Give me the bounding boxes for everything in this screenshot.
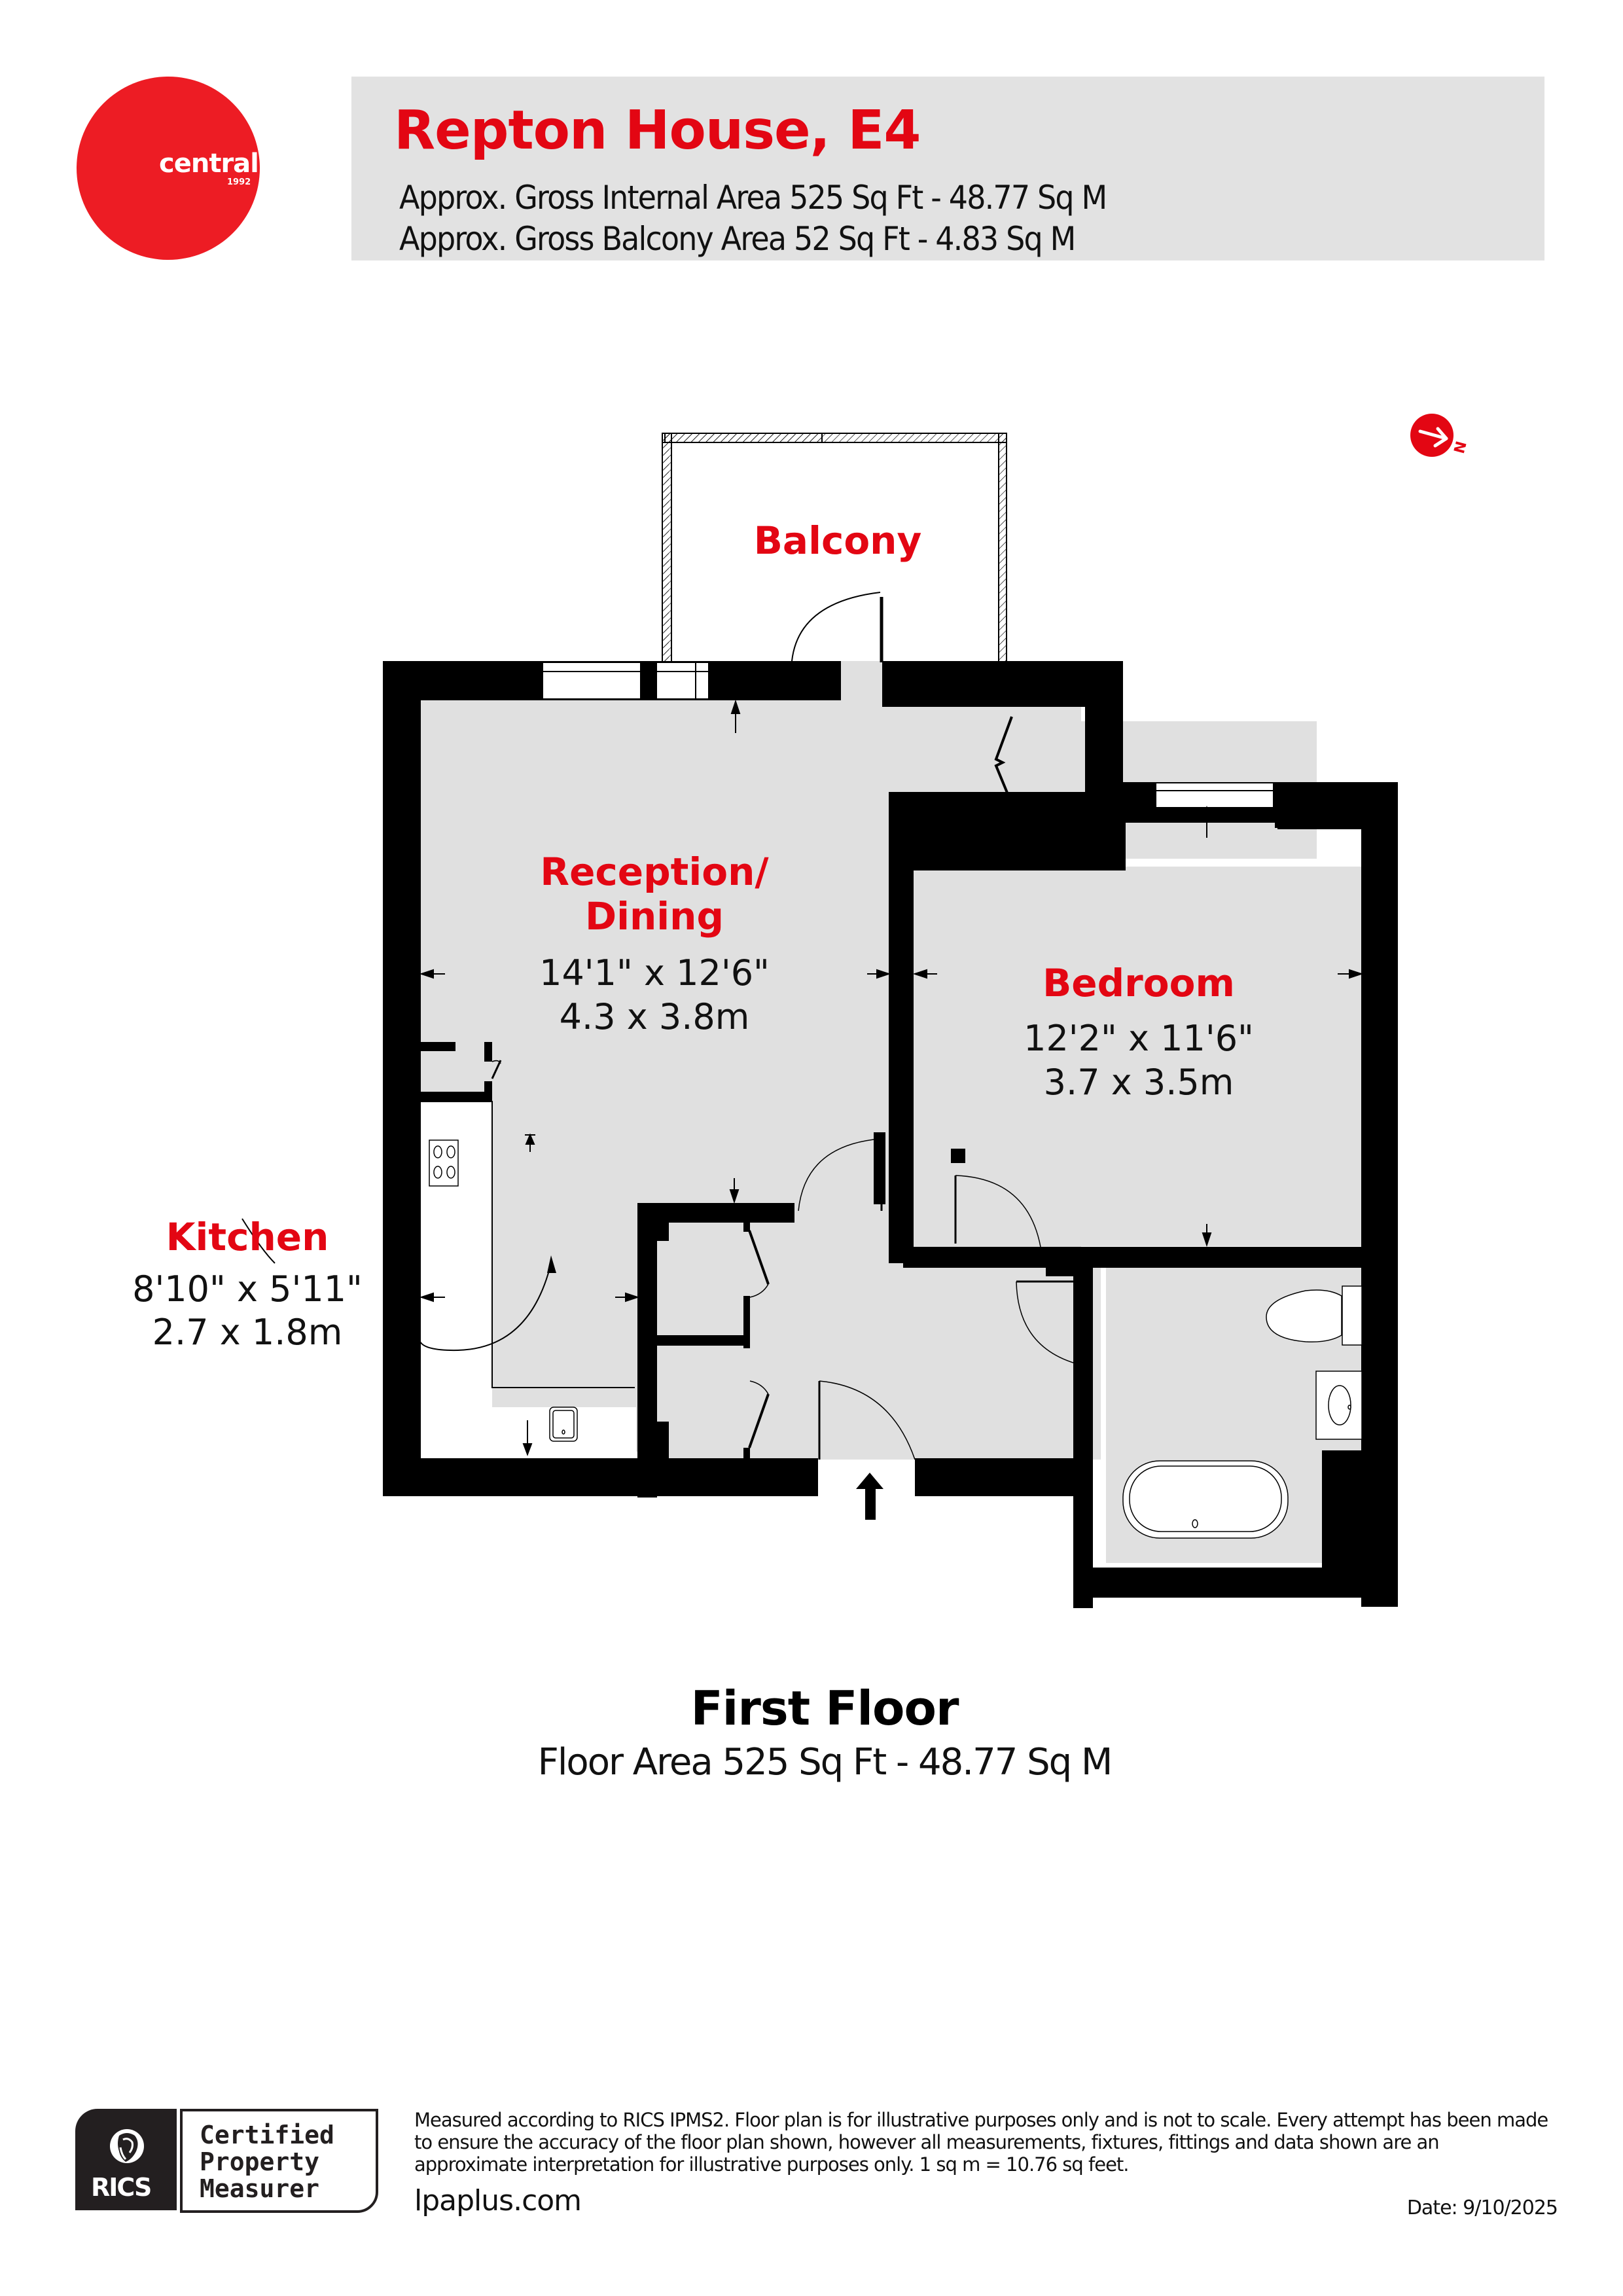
header-panel: Repton House, E4 Approx. Gross Internal … (351, 77, 1544, 260)
rics-mark: RICS (75, 2109, 177, 2210)
balcony (662, 433, 1007, 665)
dimension-arrows (419, 699, 1364, 1456)
property-title: Repton House, E4 (394, 99, 921, 162)
kitchen-sink-icon (549, 1407, 578, 1442)
walls (383, 661, 1398, 1608)
central-logo: central 1992 (77, 77, 260, 260)
rics-line-measurer: Measurer (200, 2174, 320, 2203)
disclaimer-text: Measured according to RICS IPMS2. Floor … (414, 2109, 1548, 2176)
floor-title: First Floor (690, 1681, 959, 1736)
balcony-door (791, 592, 883, 662)
room-label-bedroom: Bedroom (1043, 961, 1235, 1005)
bathroom-door (1016, 1280, 1088, 1365)
room-label-kitchen: Kitchen (166, 1215, 329, 1259)
rics-line-certified: Certified (200, 2121, 334, 2149)
reception-hall-door (798, 1138, 883, 1211)
rics-certified-badge: RICS Certified Property Measurer (75, 2109, 378, 2213)
kitchen-imperial: 8'10" x 5'11" (132, 1268, 363, 1310)
basin-icon (1315, 1371, 1363, 1440)
kitchen-cupboard-door (491, 1060, 502, 1079)
logo-year: 1992 (227, 177, 251, 187)
room-label-reception-line2: Dining (585, 894, 724, 939)
north-arrow-icon: N (1410, 414, 1471, 457)
bedroom-door (954, 1175, 1041, 1247)
bedroom-imperial: 12'2" x 11'6" (1024, 1018, 1254, 1059)
rics-certification-box: Certified Property Measurer (180, 2109, 378, 2213)
entrance-door (818, 1380, 916, 1460)
bedroom-metric: 3.7 x 3.5m (1044, 1062, 1234, 1103)
logo-wordmark: central (159, 149, 259, 179)
hall-cupboard-doors (748, 1230, 770, 1448)
gross-internal-area: Approx. Gross Internal Area 525 Sq Ft - … (399, 179, 1107, 217)
entrance-arrow-icon (856, 1473, 883, 1520)
gross-balcony-area: Approx. Gross Balcony Area 52 Sq Ft - 4.… (399, 220, 1076, 258)
rics-line-property: Property (200, 2147, 320, 2176)
floor-area: Floor Area 525 Sq Ft - 48.77 Sq M (537, 1741, 1113, 1784)
bifold-door (994, 716, 1013, 804)
kitchen-metric: 2.7 x 1.8m (152, 1312, 343, 1353)
kitchen-arc (241, 1218, 552, 1352)
rics-wordmark: RICS (91, 2173, 152, 2202)
window-glazing (542, 662, 1274, 808)
plan-date: Date: 9/10/2025 (1406, 2197, 1558, 2219)
reception-metric: 4.3 x 3.8m (560, 996, 750, 1037)
bathtub-icon (1122, 1460, 1289, 1539)
room-label-reception-line1: Reception/ (540, 850, 769, 894)
reception-imperial: 14'1" x 12'6" (539, 952, 770, 994)
website-link[interactable]: lpaplus.com (414, 2184, 582, 2217)
hob-icon (429, 1139, 459, 1187)
room-label-balcony: Balcony (754, 518, 922, 563)
rics-lion-icon (110, 2129, 144, 2163)
toilet-icon (1266, 1285, 1363, 1346)
